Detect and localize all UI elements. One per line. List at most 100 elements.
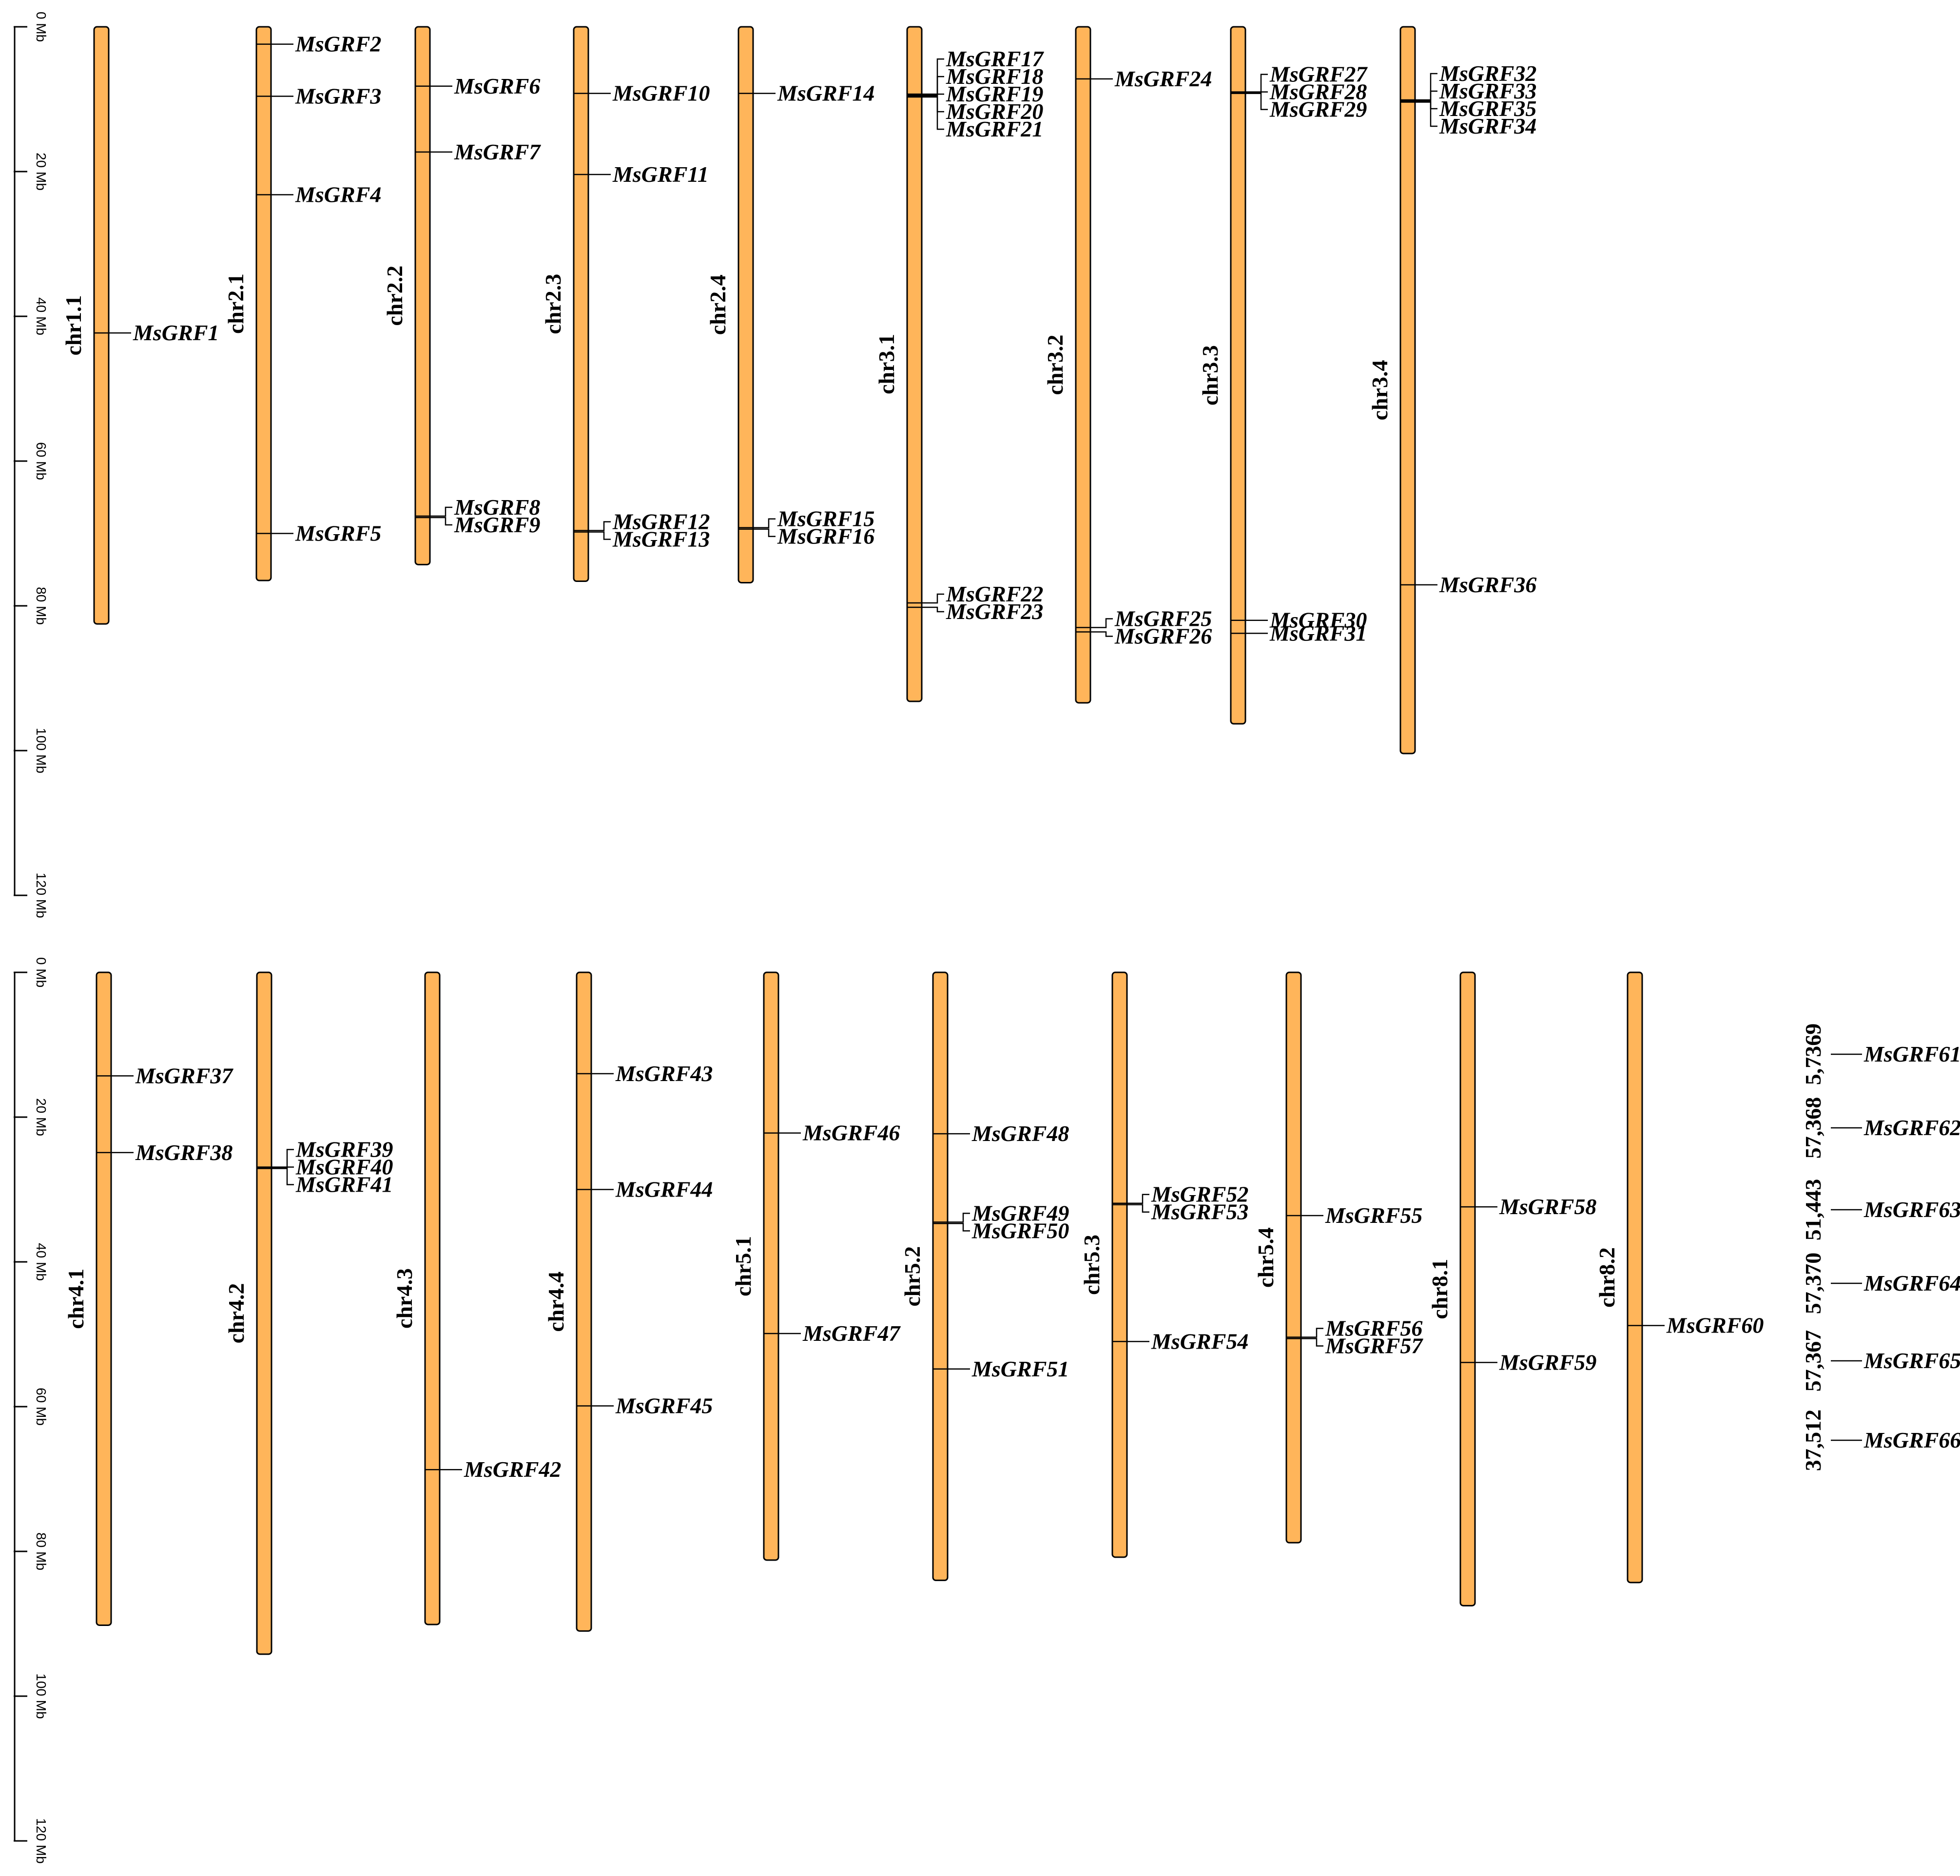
gene-connector: [763, 518, 776, 528]
chromosome-bar: [424, 971, 441, 1625]
gene-label: MsGRF53: [1151, 1199, 1248, 1224]
chromosome-label: chr4.2: [224, 1283, 249, 1343]
chromosome-bar: [906, 26, 923, 702]
gene-label: MsGRF11: [612, 162, 709, 187]
gene-label: MsGRF49: [971, 1200, 1069, 1225]
axis-tick-label: 20 Mb: [34, 153, 49, 191]
gene-connector: [931, 606, 944, 613]
gene-label: MsGRF48: [971, 1121, 1069, 1146]
gene-connector: [1255, 93, 1268, 110]
gene-label: MsGRF24: [1114, 66, 1212, 91]
axis-tick-label: 0 Mb: [34, 12, 49, 42]
chromosome-bar: [1285, 971, 1302, 1544]
axis-tick-label: 20 Mb: [34, 1098, 49, 1136]
axis-tick-label: 60 Mb: [34, 1388, 49, 1426]
gene-label: MsGRF42: [464, 1457, 561, 1482]
chromosome-bar: [414, 26, 431, 565]
gene-label: MsGRF23: [946, 599, 1043, 624]
axis-tick-label: 0 Mb: [34, 957, 49, 987]
gene-label: MsGRF57: [1325, 1333, 1423, 1358]
gene-label: MsGRF26: [1114, 624, 1212, 649]
chromosome-bar: [255, 26, 272, 581]
gene-label: MsGRF5: [295, 521, 381, 546]
gene-connector: [598, 521, 611, 531]
chromosome-label: chr4.4: [543, 1272, 568, 1332]
gene-label: MsGRF51: [971, 1356, 1069, 1381]
gene-label: MsGRF34: [1439, 114, 1536, 138]
chromosome-label: chr5.4: [1253, 1227, 1278, 1288]
chromosome-label: chr5.3: [1079, 1235, 1104, 1295]
gene-connector: [1311, 1338, 1323, 1347]
axis-tick-label: 100 Mb: [34, 1673, 49, 1719]
gene-label: MsGRF54: [1151, 1329, 1248, 1354]
gene-label: MsGRF62: [1863, 1115, 1960, 1140]
scaffold-label: 51,443: [1801, 1179, 1825, 1241]
gene-label: MsGRF27: [1269, 62, 1368, 87]
chromosome-label: chr8.2: [1594, 1247, 1619, 1308]
axis-tick-label: 120 Mb: [34, 872, 49, 918]
chromosome-label: chr4.1: [63, 1269, 88, 1329]
gene-label: MsGRF12: [612, 509, 710, 534]
gene-connector: [1137, 1204, 1149, 1213]
gene-label: MsGRF46: [802, 1121, 900, 1145]
scaffold-MsGRF62: 57,368 MsGRF62: [1801, 1097, 1960, 1159]
axis-tick-label: 40 Mb: [34, 1243, 49, 1281]
gene-connector: [440, 506, 452, 517]
chromosome-label: chr2.4: [705, 274, 730, 335]
axis-tick-label: 80 Mb: [34, 1532, 49, 1570]
chromosome-bar: [256, 971, 272, 1655]
gene-label: MsGRF25: [1114, 606, 1212, 631]
chromosome-bar: [737, 26, 754, 583]
gene-label: MsGRF41: [295, 1172, 393, 1197]
chromosome-chr3.4: chr3.4MsGRF32MsGRF33MsGRF35MsGRF34MsGRF3…: [1367, 26, 1536, 754]
chromosome-label: chr5.2: [900, 1246, 925, 1307]
gene-connector: [1425, 90, 1437, 101]
chromosome-label: chr3.1: [874, 334, 899, 394]
gene-label: MsGRF52: [1151, 1182, 1248, 1207]
chromosome-bar: [1627, 971, 1643, 1584]
gene-connector: [931, 96, 944, 130]
gene-label: MsGRF63: [1863, 1197, 1960, 1222]
gene-connector: [1100, 631, 1113, 637]
gene-connector: [1255, 91, 1268, 94]
gene-label: MsGRF36: [1439, 572, 1536, 597]
chromosome-bar: [1399, 26, 1416, 754]
gene-label: MsGRF4: [295, 182, 381, 207]
gene-label: MsGRF35: [1439, 96, 1536, 121]
gene-label: MsGRF65: [1863, 1348, 1960, 1373]
scaffold-MsGRF63: 51,443 MsGRF63: [1801, 1179, 1960, 1241]
gene-label: MsGRF60: [1666, 1313, 1764, 1338]
chromosome-bar: [576, 971, 592, 1632]
gene-label: MsGRF29: [1269, 97, 1367, 122]
gene-label: MsGRF2: [295, 32, 381, 57]
gene-label: MsGRF31: [1269, 620, 1367, 645]
gene-connector: [598, 531, 611, 540]
gene-connector: [931, 593, 944, 604]
chromosome-bar: [573, 26, 589, 582]
gene-label: MsGRF40: [295, 1154, 393, 1179]
gene-label: MsGRF21: [946, 116, 1043, 141]
chromosome-label: chr1.1: [61, 295, 86, 356]
axis-tick-label: 80 Mb: [34, 587, 49, 625]
scaffold-label: 57,368: [1801, 1097, 1825, 1159]
chromosome-bar: [96, 971, 112, 1626]
gene-label: MsGRF6: [454, 74, 540, 98]
gene-label: MsGRF8: [454, 495, 540, 520]
scaffold-label: 5,7369: [1801, 1024, 1825, 1085]
chromosome-bar: [1230, 26, 1246, 725]
chromosome-label: chr3.3: [1198, 345, 1223, 406]
